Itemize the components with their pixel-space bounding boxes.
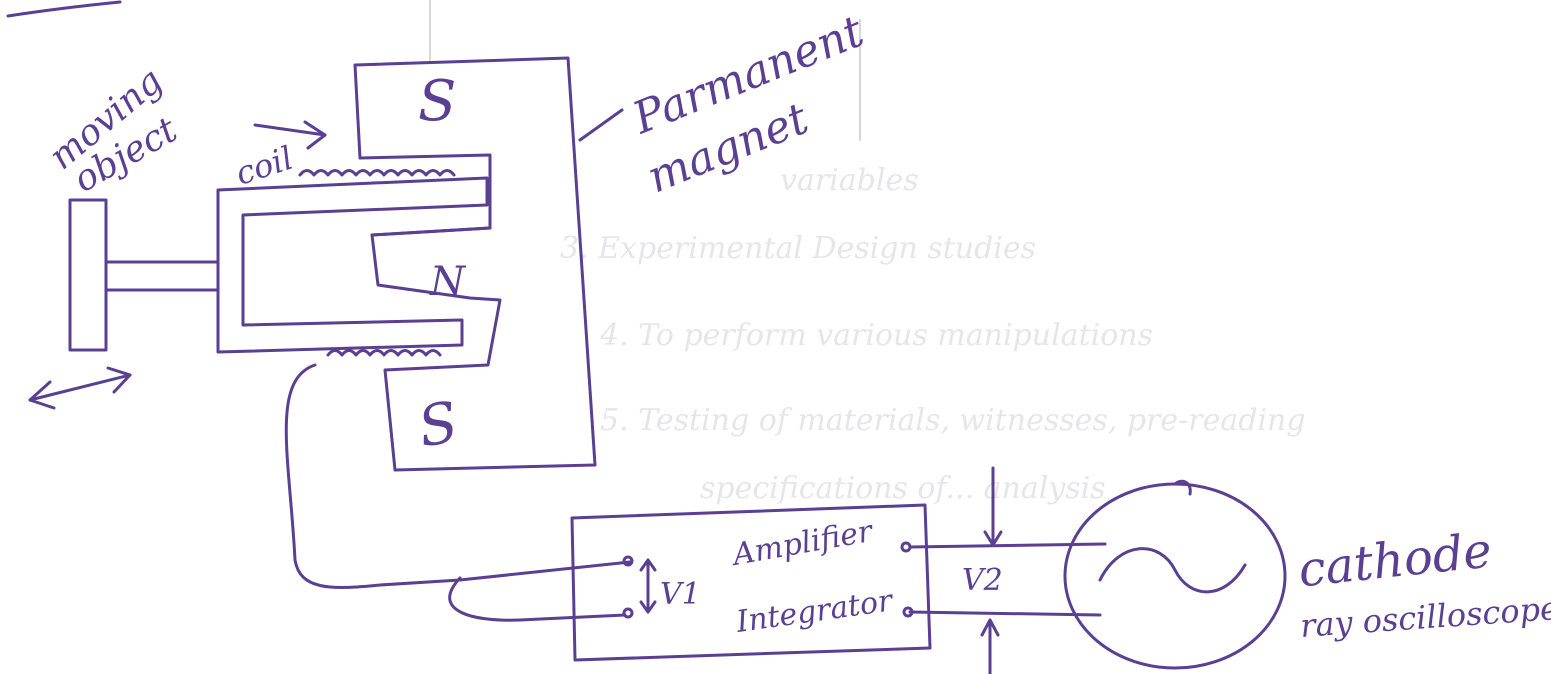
coil-label: coil xyxy=(231,139,298,193)
magnet-center-pole-top xyxy=(370,226,492,237)
wire-coil-to-amplifier-1 xyxy=(284,363,462,589)
amplifier-integrator-box: V1 Amplifier Integrator xyxy=(570,503,932,662)
wire-coil-to-amplifier-2 xyxy=(448,576,627,622)
cro-top-mark xyxy=(1173,479,1192,496)
magnet-body xyxy=(353,56,597,472)
cathode-ray-oscilloscope xyxy=(1063,479,1287,670)
input-terminal xyxy=(622,607,634,619)
waveform-icon xyxy=(1098,547,1247,594)
coil-pointer-arrow-icon xyxy=(253,120,327,150)
v2-arrow-top-icon xyxy=(983,466,1003,547)
magnet-pointer-line xyxy=(578,108,624,142)
pole-label-top: S xyxy=(418,69,456,134)
v1-label: V1 xyxy=(660,577,701,612)
coil-windings xyxy=(298,169,456,357)
header-underline-stroke xyxy=(6,0,122,18)
cro-label-line2: ray oscilloscope xyxy=(1299,589,1551,645)
input-terminal xyxy=(622,555,634,567)
bleed-line: 5. Testing of materials, witnesses, pre-… xyxy=(600,403,1306,438)
v2-arrow-bottom-icon xyxy=(980,618,1000,674)
moving-object xyxy=(68,198,220,352)
v2-label: V2 xyxy=(962,563,1003,598)
bleed-through-text: variables 3. Experimental Design studies… xyxy=(429,0,1306,506)
coil-former-body xyxy=(216,176,489,354)
v2-indicator: V2 xyxy=(962,466,1003,674)
integrator-label: Integrator xyxy=(733,583,896,640)
pole-label-middle: N xyxy=(429,259,467,305)
wire-amp-to-cro-top xyxy=(908,542,1107,549)
motion-arrow-icon xyxy=(28,366,132,410)
cro-screen xyxy=(1063,482,1287,670)
bleed-line: 3. Experimental Design studies xyxy=(560,231,1036,266)
bleed-line: specifications of... analysis xyxy=(700,471,1106,506)
permanent-magnet: S N S xyxy=(353,56,597,472)
wire-coil-to-amplifier-3 xyxy=(458,560,632,582)
coil-winding-bottom xyxy=(326,349,442,357)
moving-object-plate xyxy=(68,198,108,352)
bleed-line: variables xyxy=(780,163,919,198)
cro-label-line1: cathode xyxy=(1296,522,1495,598)
amplifier-label: Amplifier xyxy=(727,514,876,574)
wire-amp-to-cro-bottom xyxy=(908,610,1102,617)
bleed-line: 4. To perform various manipulations xyxy=(599,318,1153,353)
v1-arrow-icon xyxy=(639,558,657,614)
amplifier-box-outline xyxy=(570,503,932,662)
coil-former xyxy=(216,176,489,354)
pole-label-bottom: S xyxy=(414,390,463,461)
coil-winding-top xyxy=(298,169,456,177)
